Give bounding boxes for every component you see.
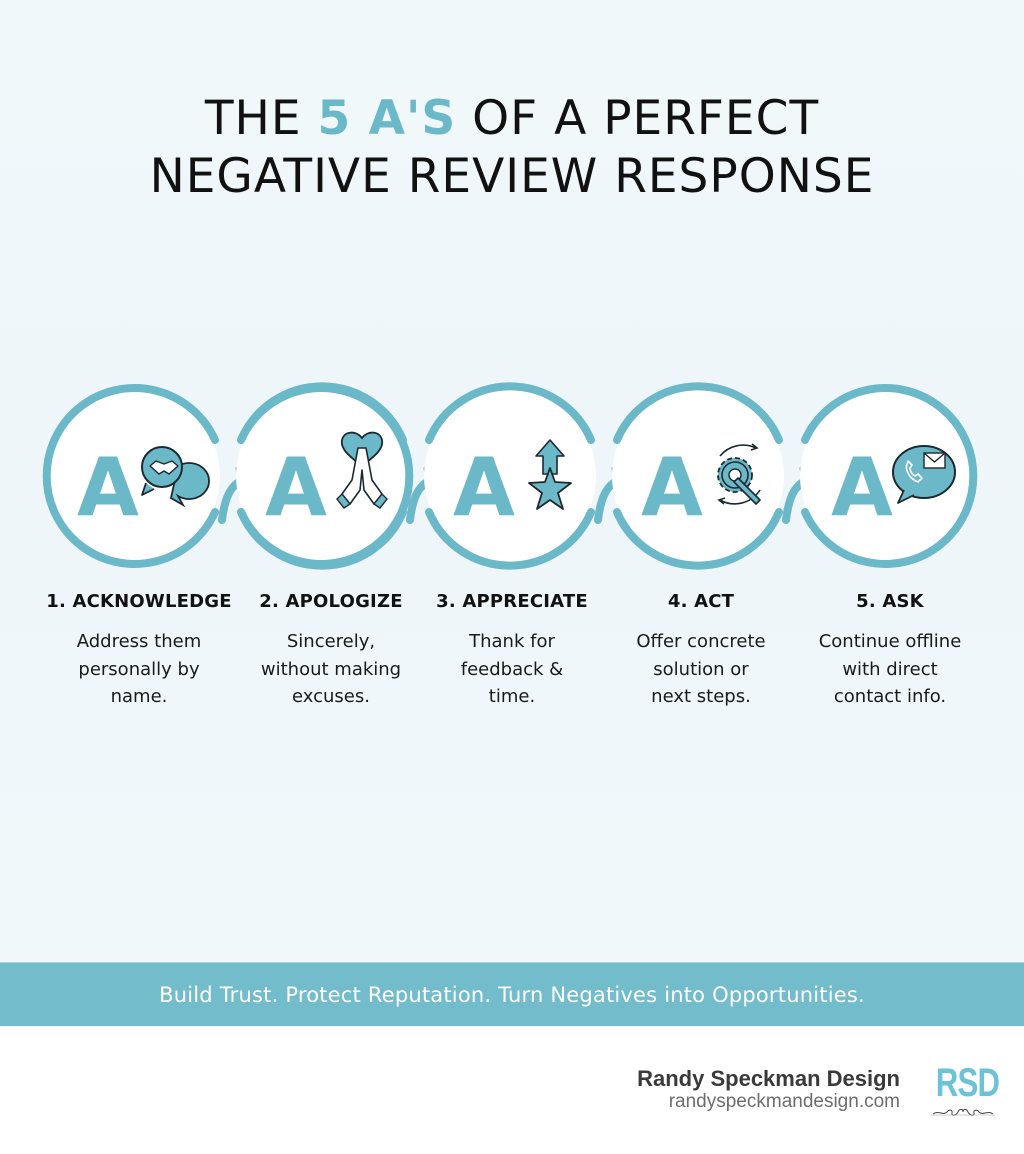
step-desc-line: Address them xyxy=(76,631,202,652)
gear-wrench-cycle-icon xyxy=(717,443,761,505)
title-accent: 5 A'S xyxy=(317,91,457,146)
five-a-chain: A A xyxy=(0,380,1024,580)
infographic-canvas: THE 5 A'S OF A PERFECT NEGATIVE REVIEW R… xyxy=(0,0,1024,962)
step-desc-line: solution or xyxy=(653,658,749,680)
heart-praying-hands-icon xyxy=(336,431,388,509)
page-title: THE 5 A'S OF A PERFECT NEGATIVE REVIEW R… xyxy=(0,90,1024,206)
step-description: Thank for feedback & time. xyxy=(417,628,607,711)
step-desc-line: name. xyxy=(110,686,168,707)
letter-a-3: A xyxy=(453,441,515,534)
step-desc-line: time. xyxy=(488,686,536,707)
title-line-2: NEGATIVE REVIEW RESPONSE xyxy=(149,149,875,204)
step-desc-line: excuses. xyxy=(292,686,370,707)
step-desc-line: contact info. xyxy=(833,686,947,707)
step-desc-line: Offer concrete xyxy=(636,631,766,652)
step-title: 1. ACKNOWLEDGE xyxy=(46,591,232,612)
step-desc-line: Thank for xyxy=(469,631,555,652)
step-desc-line: personally by xyxy=(78,658,200,680)
letter-a-2: A xyxy=(265,441,327,534)
tagline-text: Build Trust. Protect Reputation. Turn Ne… xyxy=(159,982,865,1007)
phone-mail-speech-bubble-icon xyxy=(892,445,956,504)
arrow-up-star-icon xyxy=(528,439,572,510)
step-title: 2. APOLOGIZE xyxy=(259,591,403,612)
step-ask: 5. ASK Continue offline with direct cont… xyxy=(795,588,985,711)
step-desc-line: without making xyxy=(260,658,402,680)
brand-name: Randy Speckman Design xyxy=(637,1066,900,1091)
title-suffix: OF A PERFECT xyxy=(456,91,820,146)
footer: Randy Speckman Design randyspeckmandesig… xyxy=(0,1026,1024,1154)
steps-list: 1. ACKNOWLEDGE Address them personally b… xyxy=(0,588,1024,728)
brand-url: randyspeckmandesign.com xyxy=(668,1091,900,1112)
step-circle-5: A xyxy=(800,384,978,568)
step-appreciate: 3. APPRECIATE Thank for feedback & time. xyxy=(417,588,607,711)
step-acknowledge: 1. ACKNOWLEDGE Address them personally b… xyxy=(44,588,234,711)
step-circle-3: A xyxy=(424,382,596,570)
flourish-ornament-icon xyxy=(931,1108,995,1116)
logo-text: RSD xyxy=(935,1061,1000,1105)
step-desc-line: next steps. xyxy=(651,686,751,707)
rsd-logo: RSD xyxy=(928,1061,1000,1122)
step-desc-line: Continue offline xyxy=(818,631,962,652)
step-act: 4. ACT Offer concrete solution or next s… xyxy=(606,588,796,711)
step-desc-line: feedback & xyxy=(460,658,564,680)
step-description: Offer concrete solution or next steps. xyxy=(606,628,796,711)
step-desc-line: with direct xyxy=(842,658,938,680)
step-circle-4: A xyxy=(612,382,784,570)
step-description: Address them personally by name. xyxy=(44,628,234,711)
step-title: 3. APPRECIATE xyxy=(436,591,588,612)
step-circle-1: A xyxy=(42,384,220,568)
step-title: 5. ASK xyxy=(856,591,924,612)
letter-a-4: A xyxy=(641,441,703,534)
title-line-1: THE 5 A'S OF A PERFECT xyxy=(0,90,1024,148)
handshake-speech-bubbles-icon xyxy=(141,446,210,508)
step-apologize: 2. APOLOGIZE Sincerely, without making e… xyxy=(236,588,426,711)
step-description: Sincerely, without making excuses. xyxy=(236,628,426,711)
step-desc-line: Sincerely, xyxy=(286,631,376,652)
title-prefix: THE xyxy=(204,91,318,146)
letter-a-1: A xyxy=(77,441,139,534)
step-circle-2: A xyxy=(236,382,414,570)
step-title: 4. ACT xyxy=(667,591,735,612)
letter-a-5: A xyxy=(831,441,893,534)
tagline-banner: Build Trust. Protect Reputation. Turn Ne… xyxy=(0,962,1024,1026)
step-description: Continue offline with direct contact inf… xyxy=(795,628,985,711)
